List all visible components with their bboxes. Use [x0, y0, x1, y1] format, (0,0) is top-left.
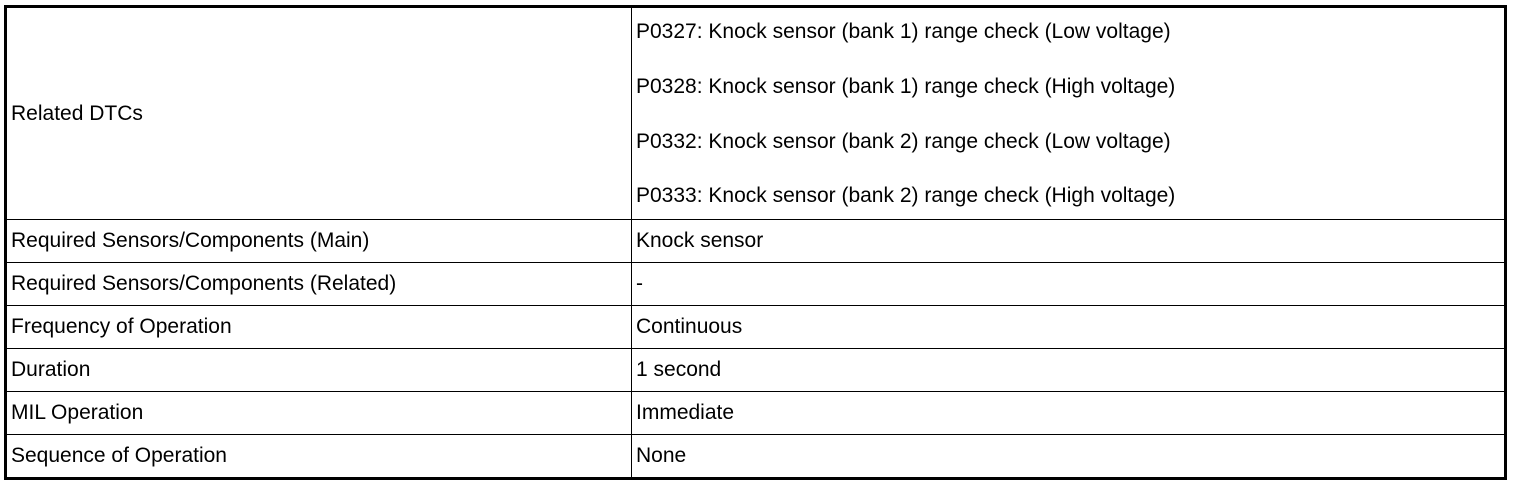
table-row-required-related: Required Sensors/Components (Related) -	[5, 262, 1506, 306]
table-row-related-dtcs: Related DTCs P0327: Knock sensor (bank 1…	[5, 6, 1506, 220]
row-label: Required Sensors/Components (Related)	[5, 262, 632, 306]
row-label: Frequency of Operation	[5, 305, 632, 349]
table-row-required-main: Required Sensors/Components (Main) Knock…	[5, 219, 1506, 263]
row-value: Continuous	[631, 305, 1506, 349]
row-value: None	[631, 434, 1506, 479]
dtc-list-cell: P0327: Knock sensor (bank 1) range check…	[631, 6, 1506, 220]
row-label: Duration	[5, 348, 632, 392]
dtc-item: P0333: Knock sensor (bank 2) range check…	[636, 184, 1176, 207]
dtc-item: P0332: Knock sensor (bank 2) range check…	[636, 130, 1171, 153]
row-value: -	[631, 262, 1506, 306]
row-label: Required Sensors/Components (Main)	[5, 219, 632, 263]
row-label: Related DTCs	[5, 6, 632, 220]
table-row-duration: Duration 1 second	[5, 348, 1506, 392]
dtc-list: P0327: Knock sensor (bank 1) range check…	[636, 8, 1504, 219]
row-value: Immediate	[631, 391, 1506, 435]
row-label: MIL Operation	[5, 391, 632, 435]
table-row-sequence: Sequence of Operation None	[5, 434, 1506, 479]
table-row-mil-operation: MIL Operation Immediate	[5, 391, 1506, 435]
table-row-frequency: Frequency of Operation Continuous	[5, 305, 1506, 349]
row-value: 1 second	[631, 348, 1506, 392]
dtc-item: P0327: Knock sensor (bank 1) range check…	[636, 20, 1171, 43]
row-label: Sequence of Operation	[5, 434, 632, 479]
dtc-item: P0328: Knock sensor (bank 1) range check…	[636, 75, 1176, 98]
specification-table: Related DTCs P0327: Knock sensor (bank 1…	[4, 5, 1507, 480]
row-value: Knock sensor	[631, 219, 1506, 263]
